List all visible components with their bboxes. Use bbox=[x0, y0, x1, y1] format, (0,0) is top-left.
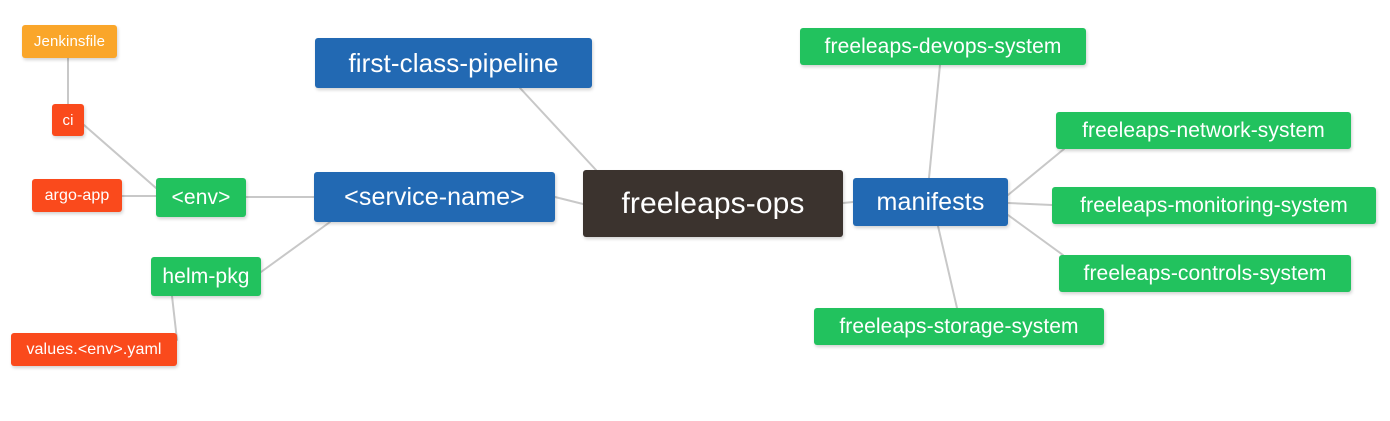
node-network-system[interactable]: freeleaps-network-system bbox=[1056, 112, 1351, 149]
node-label-env: <env> bbox=[171, 186, 231, 209]
edge-manifests-to-devops-system bbox=[928, 64, 941, 179]
node-controls-system[interactable]: freeleaps-controls-system bbox=[1059, 255, 1351, 292]
node-jenkinsfile[interactable]: Jenkinsfile bbox=[22, 25, 117, 58]
node-label-controls-system: freeleaps-controls-system bbox=[1083, 262, 1327, 285]
node-label-storage-system: freeleaps-storage-system bbox=[839, 315, 1079, 338]
node-label-argo-app: argo-app bbox=[44, 186, 110, 204]
node-ci[interactable]: ci bbox=[52, 104, 84, 136]
node-values-yaml[interactable]: values.<env>.yaml bbox=[11, 333, 177, 366]
node-label-ci: ci bbox=[62, 111, 74, 129]
node-first-class-pipeline[interactable]: first-class-pipeline bbox=[315, 38, 592, 88]
node-label-helm-pkg: helm-pkg bbox=[162, 265, 250, 288]
node-monitoring-system[interactable]: freeleaps-monitoring-system bbox=[1052, 187, 1376, 224]
node-service-name[interactable]: <service-name> bbox=[314, 172, 555, 222]
edge-root-to-service-name bbox=[554, 196, 584, 205]
node-label-monitoring-system: freeleaps-monitoring-system bbox=[1080, 194, 1348, 217]
node-root[interactable]: freeleaps-ops bbox=[583, 170, 843, 237]
node-label-first-class-pipeline: first-class-pipeline bbox=[348, 48, 559, 78]
node-argo-app[interactable]: argo-app bbox=[32, 179, 122, 212]
node-manifests[interactable]: manifests bbox=[853, 178, 1008, 226]
node-label-jenkinsfile: Jenkinsfile bbox=[33, 33, 106, 50]
node-env[interactable]: <env> bbox=[156, 178, 246, 217]
node-label-root: freeleaps-ops bbox=[621, 186, 805, 220]
node-label-values-yaml: values.<env>.yaml bbox=[26, 340, 162, 358]
edge-root-to-first-class-pipeline bbox=[519, 87, 597, 171]
node-label-devops-system: freeleaps-devops-system bbox=[824, 35, 1062, 58]
node-label-manifests: manifests bbox=[876, 187, 985, 216]
node-storage-system[interactable]: freeleaps-storage-system bbox=[814, 308, 1104, 345]
edge-manifests-to-monitoring-system bbox=[1007, 202, 1053, 206]
edge-service-name-to-helm-pkg bbox=[260, 221, 331, 273]
node-label-network-system: freeleaps-network-system bbox=[1082, 119, 1325, 142]
node-devops-system[interactable]: freeleaps-devops-system bbox=[800, 28, 1086, 65]
node-label-service-name: <service-name> bbox=[344, 182, 525, 211]
edge-manifests-to-storage-system bbox=[937, 225, 958, 309]
node-helm-pkg[interactable]: helm-pkg bbox=[151, 257, 261, 296]
edge-root-to-manifests bbox=[842, 201, 854, 204]
